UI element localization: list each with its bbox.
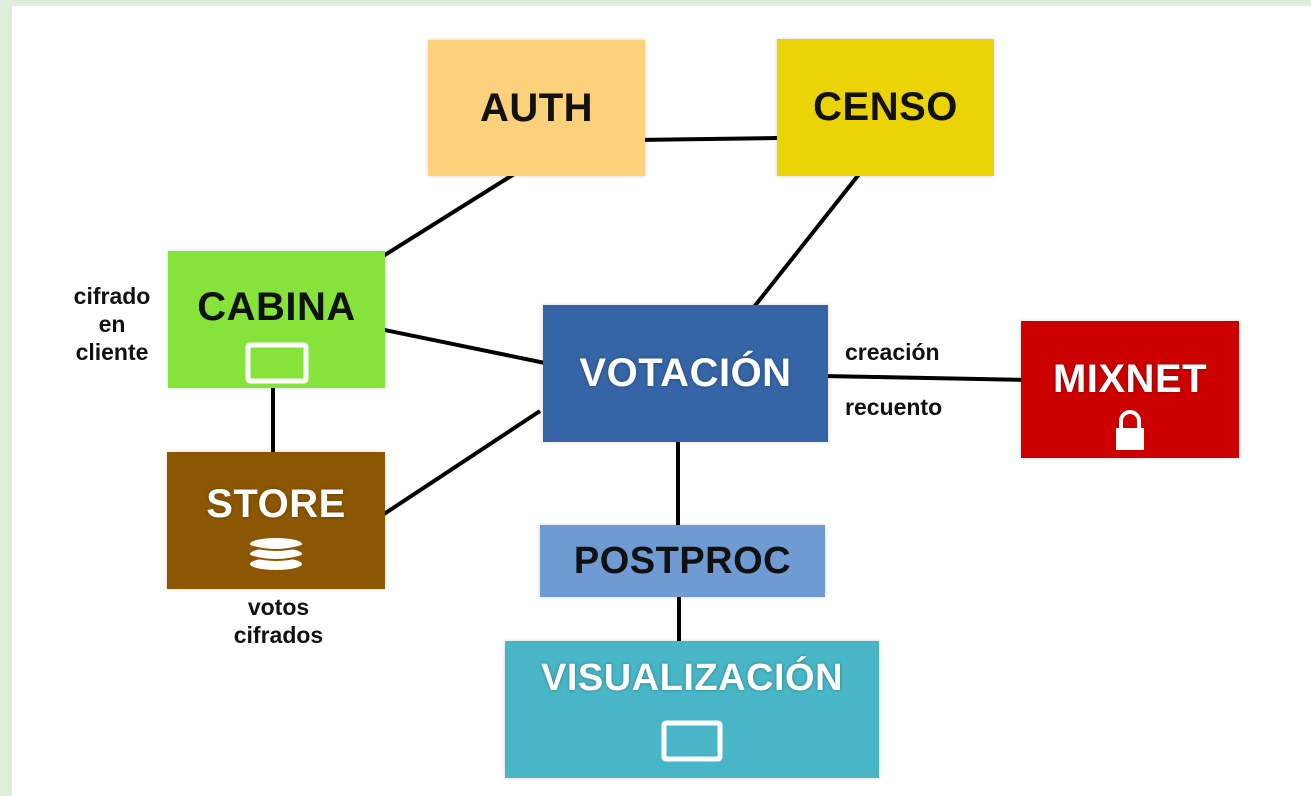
- annotation-recuento: recuento: [845, 394, 943, 420]
- edge-censo-votacion: [748, 171, 862, 314]
- database-icon: [249, 538, 303, 570]
- annotation-cifrado-en-cliente: cifrado en cliente: [52, 282, 172, 366]
- node-auth: AUTH: [428, 40, 645, 176]
- node-votacion: VOTACIÓN: [543, 305, 828, 442]
- edge-cabina-votacion: [374, 326, 546, 365]
- node-postproc-label: POSTPROC: [573, 539, 792, 582]
- annotation-line: cifrados: [233, 622, 324, 648]
- node-mixnet-label: MIXNET: [1052, 357, 1208, 401]
- node-store-label: STORE: [206, 482, 346, 526]
- annotation-line: en: [98, 311, 126, 337]
- node-censo: CENSO: [777, 39, 994, 176]
- edge-votacion-mixnet: [821, 374, 1031, 382]
- node-visualizacion-label: VISUALIZACIÓN: [540, 657, 844, 699]
- node-censo-label: CENSO: [813, 85, 958, 129]
- lock-icon: [1116, 410, 1144, 450]
- edge-store-votacion: [376, 409, 542, 520]
- annotation-line: cliente: [75, 339, 149, 365]
- node-cabina-label: CABINA: [197, 285, 356, 329]
- node-cabina: CABINA: [168, 251, 385, 388]
- node-postproc: POSTPROC: [540, 525, 825, 597]
- annotation-votos-cifrados: votos cifrados: [206, 593, 351, 649]
- node-votacion-label: VOTACIÓN: [579, 351, 792, 395]
- node-visualizacion: VISUALIZACIÓN: [505, 641, 879, 778]
- monitor-icon: [661, 720, 723, 762]
- annotation-creacion: creación: [845, 339, 940, 365]
- node-mixnet: MIXNET: [1021, 321, 1239, 458]
- node-auth-label: AUTH: [479, 85, 594, 130]
- annotation-line: votos: [247, 594, 310, 620]
- edge-auth-cabina: [370, 164, 529, 265]
- edge-auth-censo: [634, 136, 779, 142]
- annotation-line: cifrado: [73, 283, 151, 309]
- node-store: STORE: [167, 452, 385, 589]
- monitor-icon: [245, 342, 308, 384]
